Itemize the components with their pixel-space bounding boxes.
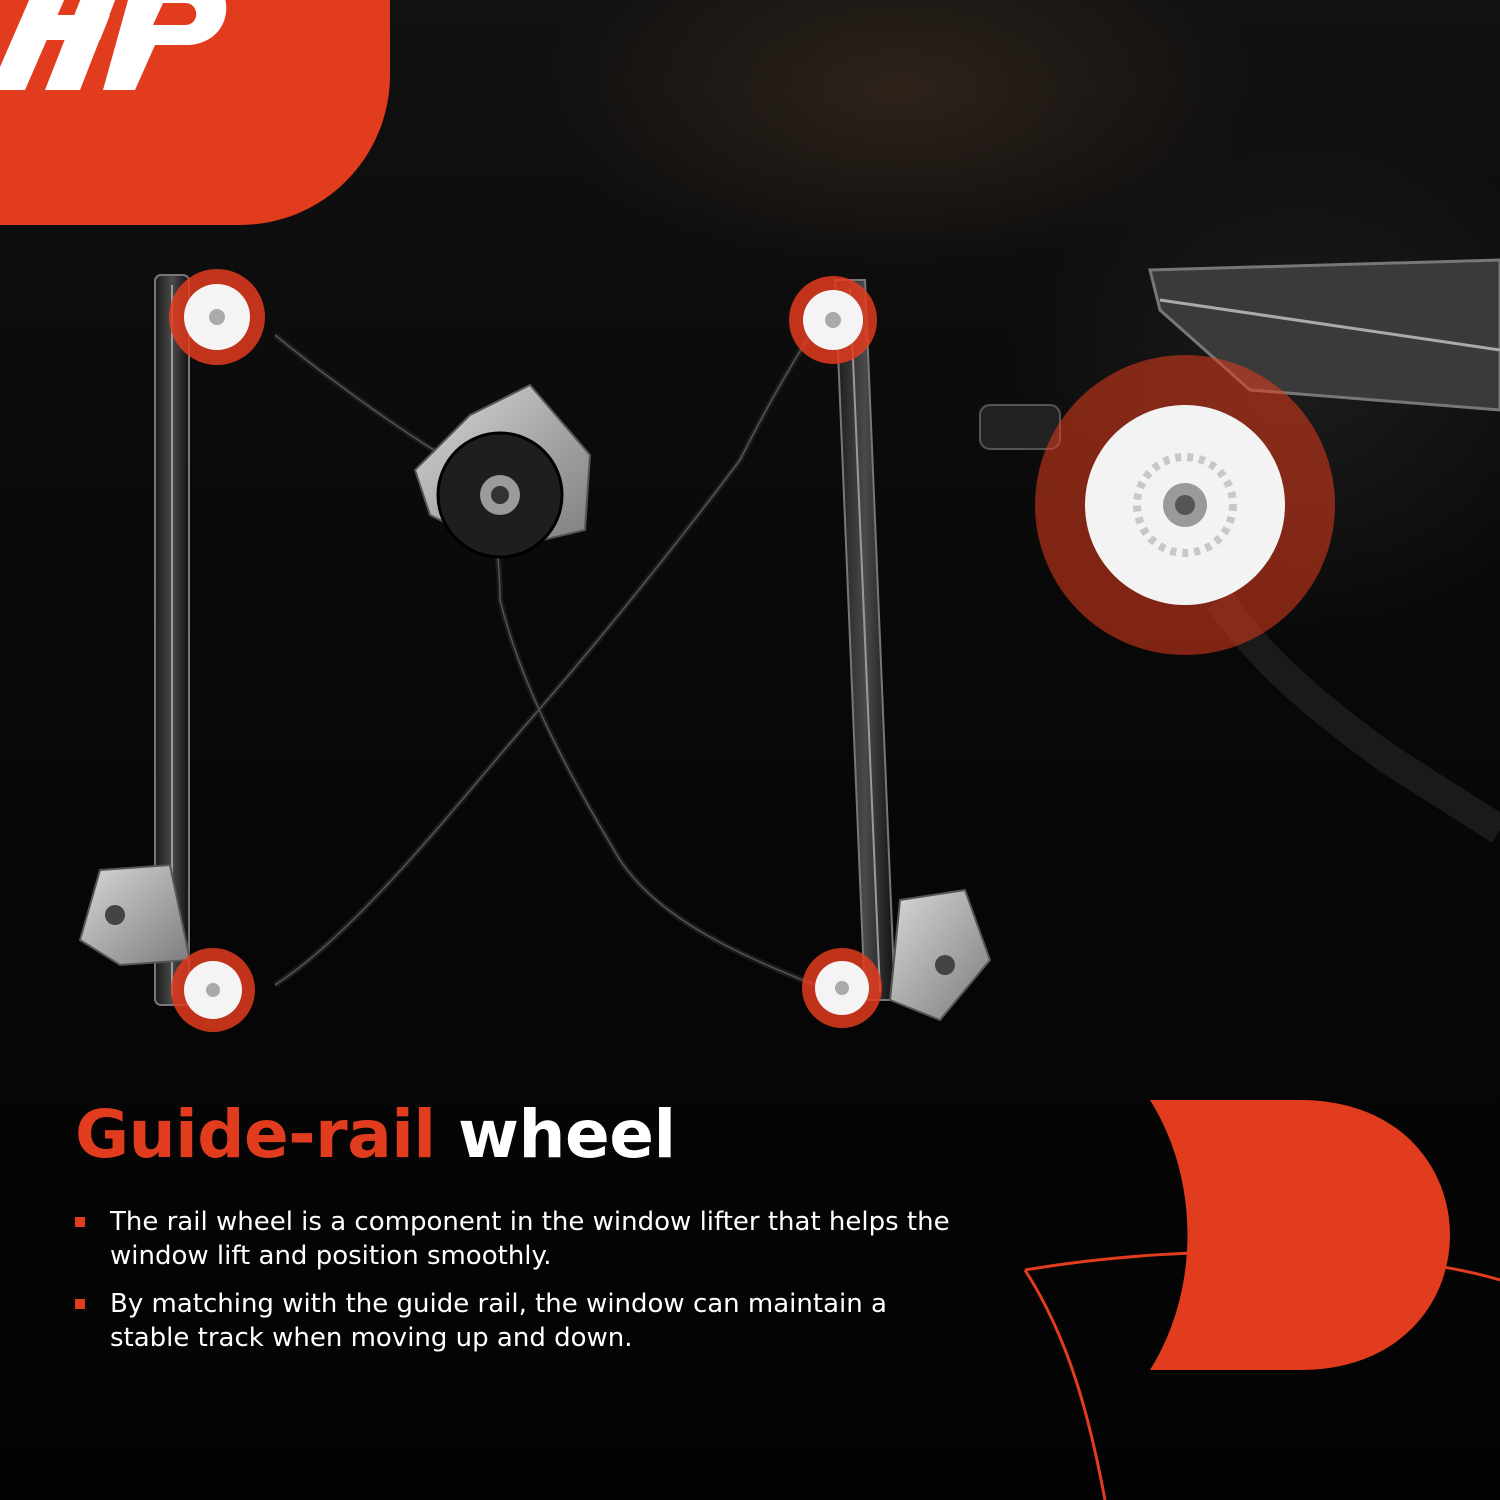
guide-rail-wheel-bottom-right — [802, 948, 882, 1028]
bottom-left-clamp — [78, 863, 192, 967]
guide-rail-wheel-top-right — [789, 276, 877, 364]
drum-housing — [413, 383, 592, 559]
feature-title-rest: wheel — [458, 1096, 676, 1173]
bullet-text: The rail wheel is a component in the win… — [110, 1207, 950, 1271]
feature-title-accent: Guide-rail — [75, 1096, 436, 1173]
feature-bullet-list: The rail wheel is a component in the win… — [75, 1205, 955, 1369]
bullet-text: By matching with the guide rail, the win… — [110, 1289, 887, 1353]
bottom-right-clamp — [888, 888, 992, 1022]
square-bullet-icon — [75, 1217, 85, 1227]
wheel-closeup-image — [979, 258, 1500, 843]
feature-title: Guide-rail wheel — [75, 1095, 676, 1175]
brand-logo-badge — [0, 0, 390, 225]
list-item: The rail wheel is a component in the win… — [75, 1205, 955, 1273]
window-regulator-image — [78, 269, 992, 1032]
guide-rail-wheel-top-left — [169, 269, 265, 365]
guide-rail-wheel-bottom-left — [171, 948, 255, 1032]
square-bullet-icon — [75, 1299, 85, 1309]
left-guide-rail — [154, 274, 190, 1006]
decorative-d-shape — [1023, 1100, 1500, 1500]
list-item: By matching with the guide rail, the win… — [75, 1287, 955, 1355]
lifter-cables — [273, 318, 823, 988]
right-guide-rail — [833, 279, 897, 1001]
brand-logo-icon — [0, 0, 227, 90]
